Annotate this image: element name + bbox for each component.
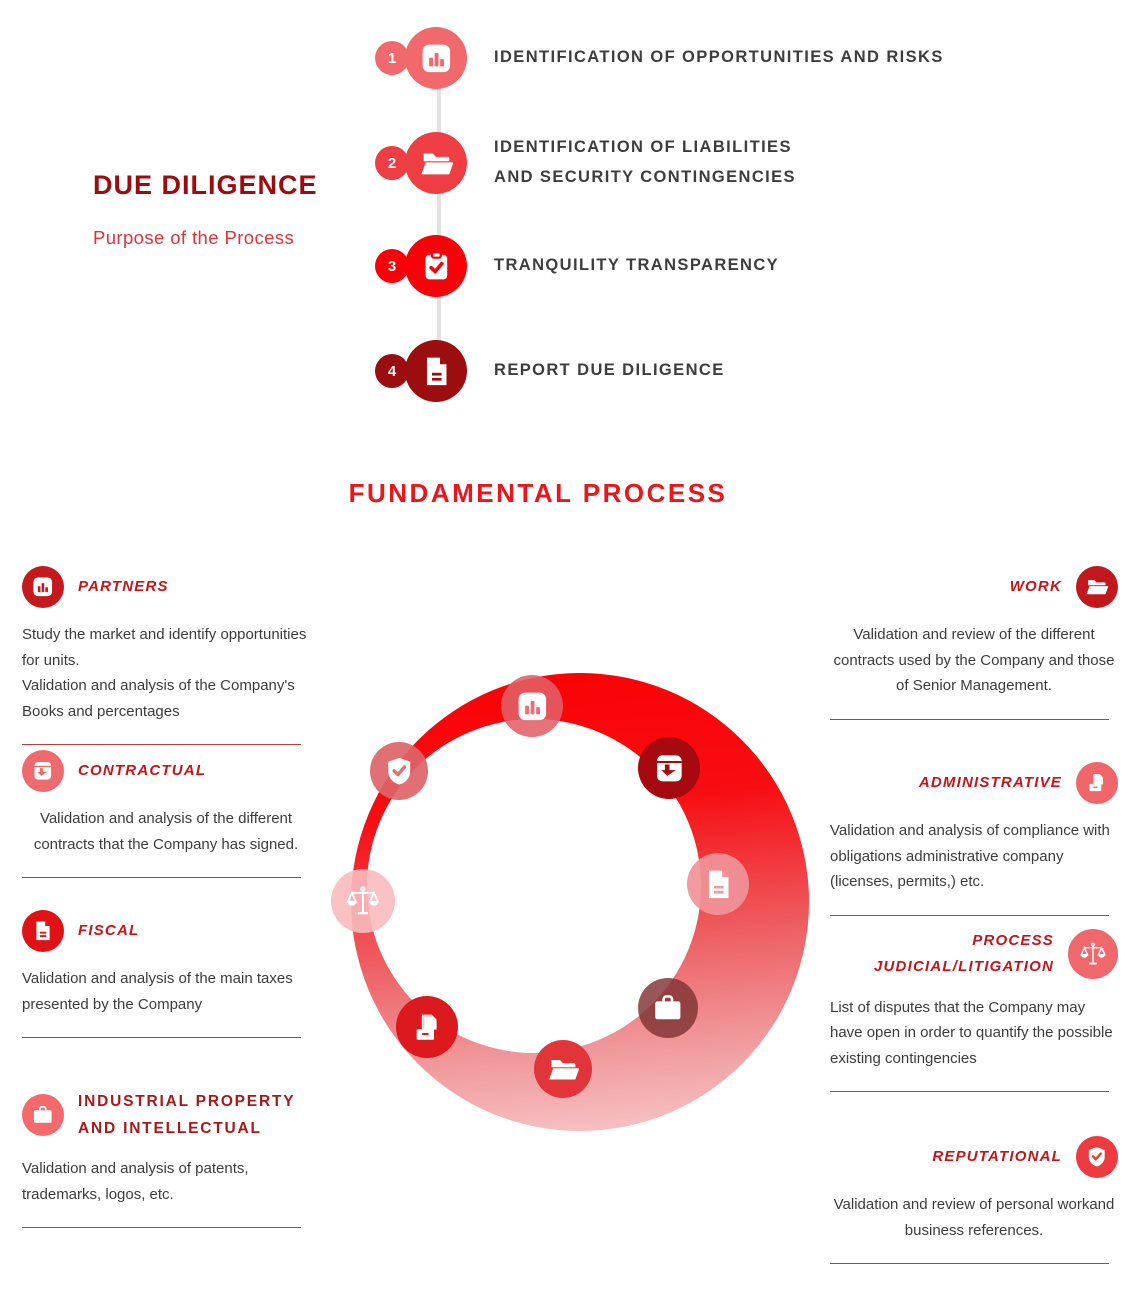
card-industrial-property: INDUSTRIAL PROPERTY AND INTELLECTUAL Val… (22, 1088, 310, 1229)
ring-download-box-icon (638, 737, 700, 799)
divider (22, 877, 302, 878)
step-label: IDENTIFICATION OF OPPORTUNITIES AND RISK… (494, 48, 944, 67)
divider (22, 744, 302, 745)
document-icon (405, 340, 467, 402)
card-description: Validation and review of the different c… (833, 626, 1115, 694)
ring-briefcase-icon (638, 978, 698, 1038)
timeline-step-4: 4 REPORT DUE DILIGENCE (375, 340, 1054, 402)
scales-icon (1068, 929, 1118, 980)
card-title: FISCAL (78, 921, 140, 939)
card-work: WORK Validation and review of the differ… (830, 566, 1118, 720)
shield-check-icon (1076, 1136, 1118, 1178)
divider (830, 1091, 1110, 1092)
briefcase-icon (22, 1094, 64, 1137)
page-title: DUE DILIGENCE (93, 170, 318, 200)
card-description: Validation and analysis of patents, trad… (22, 1160, 249, 1203)
divider (830, 1263, 1110, 1264)
card-title: ADMINISTRATIVE (918, 773, 1062, 791)
card-description: Study the market and identify opportunit… (22, 626, 307, 720)
card-title: PARTNERS (78, 577, 169, 595)
card-title: INDUSTRIAL PROPERTY AND INTELLECTUAL (78, 1093, 296, 1138)
ring-shield-check-icon (370, 742, 428, 800)
timeline-connector-line (437, 58, 441, 371)
archive-docs-icon (1076, 762, 1118, 804)
ring-document-icon (687, 853, 749, 915)
document-icon (22, 910, 64, 952)
ring-archive-docs-icon (396, 996, 458, 1058)
card-description: List of disputes that the Company may ha… (830, 998, 1113, 1067)
step-number: 2 (387, 154, 397, 172)
ring-scales-icon (331, 869, 395, 933)
card-fiscal: FISCAL Validation and analysis of the ma… (22, 910, 310, 1038)
step-number: 1 (387, 49, 397, 67)
timeline-step-1: 1 IDENTIFICATION OF OPPORTUNITIES AND RI… (375, 27, 1054, 89)
open-folder-icon (1076, 566, 1118, 608)
step-label: TRANQUILITY TRANSPARENCY (494, 256, 780, 275)
step-number: 4 (387, 362, 397, 380)
divider (22, 1227, 302, 1229)
clipboard-check-icon (405, 235, 467, 297)
card-reputational: REPUTATIONAL Validation and review of pe… (830, 1136, 1118, 1264)
card-description: Validation and analysis of compliance wi… (830, 822, 1110, 890)
open-folder-icon (405, 132, 467, 194)
step-number-badge: 2 (375, 146, 409, 180)
timeline-step-3: 3 TRANQUILITY TRANSPARENCY (375, 235, 1054, 297)
timeline-step-2: 2 IDENTIFICATION OF LIABILITIES AND SECU… (375, 132, 1054, 194)
step-number: 3 (387, 257, 397, 275)
header: DUE DILIGENCE Purpose of the Process (93, 170, 343, 249)
card-title: WORK (1009, 577, 1062, 595)
card-partners: PARTNERS Study the market and identify o… (22, 566, 310, 745)
card-judicial-litigation: PROCESS JUDICIAL/LITIGATION List of disp… (830, 928, 1118, 1092)
ring-open-folder-icon (534, 1040, 592, 1098)
step-label: IDENTIFICATION OF LIABILITIES AND SECURI… (494, 138, 796, 186)
section-title: FUNDAMENTAL PROCESS (348, 478, 728, 508)
step-number-badge: 4 (375, 354, 409, 388)
card-description: Validation and analysis of the main taxe… (22, 970, 293, 1013)
bar-chart-icon (405, 27, 467, 89)
card-title: CONTRACTUAL (78, 761, 207, 779)
card-description: Validation and review of personal workan… (833, 1196, 1115, 1239)
bar-chart-icon (22, 566, 64, 608)
ring-bar-chart-icon (501, 675, 563, 737)
card-administrative: ADMINISTRATIVE Validation and analysis o… (830, 762, 1118, 916)
step-label: REPORT DUE DILIGENCE (494, 361, 725, 380)
card-title: PROCESS JUDICIAL/LITIGATION (873, 932, 1054, 976)
step-number-badge: 1 (375, 41, 409, 75)
card-title: REPUTATIONAL (932, 1147, 1062, 1165)
card-description: Validation and analysis of the different… (33, 810, 299, 853)
divider (830, 914, 1110, 916)
divider (830, 718, 1110, 720)
step-number-badge: 3 (375, 249, 409, 283)
divider (22, 1037, 302, 1038)
download-box-icon (22, 750, 64, 792)
card-contractual: CONTRACTUAL Validation and analysis of t… (22, 750, 310, 878)
page-subtitle: Purpose of the Process (93, 227, 295, 248)
